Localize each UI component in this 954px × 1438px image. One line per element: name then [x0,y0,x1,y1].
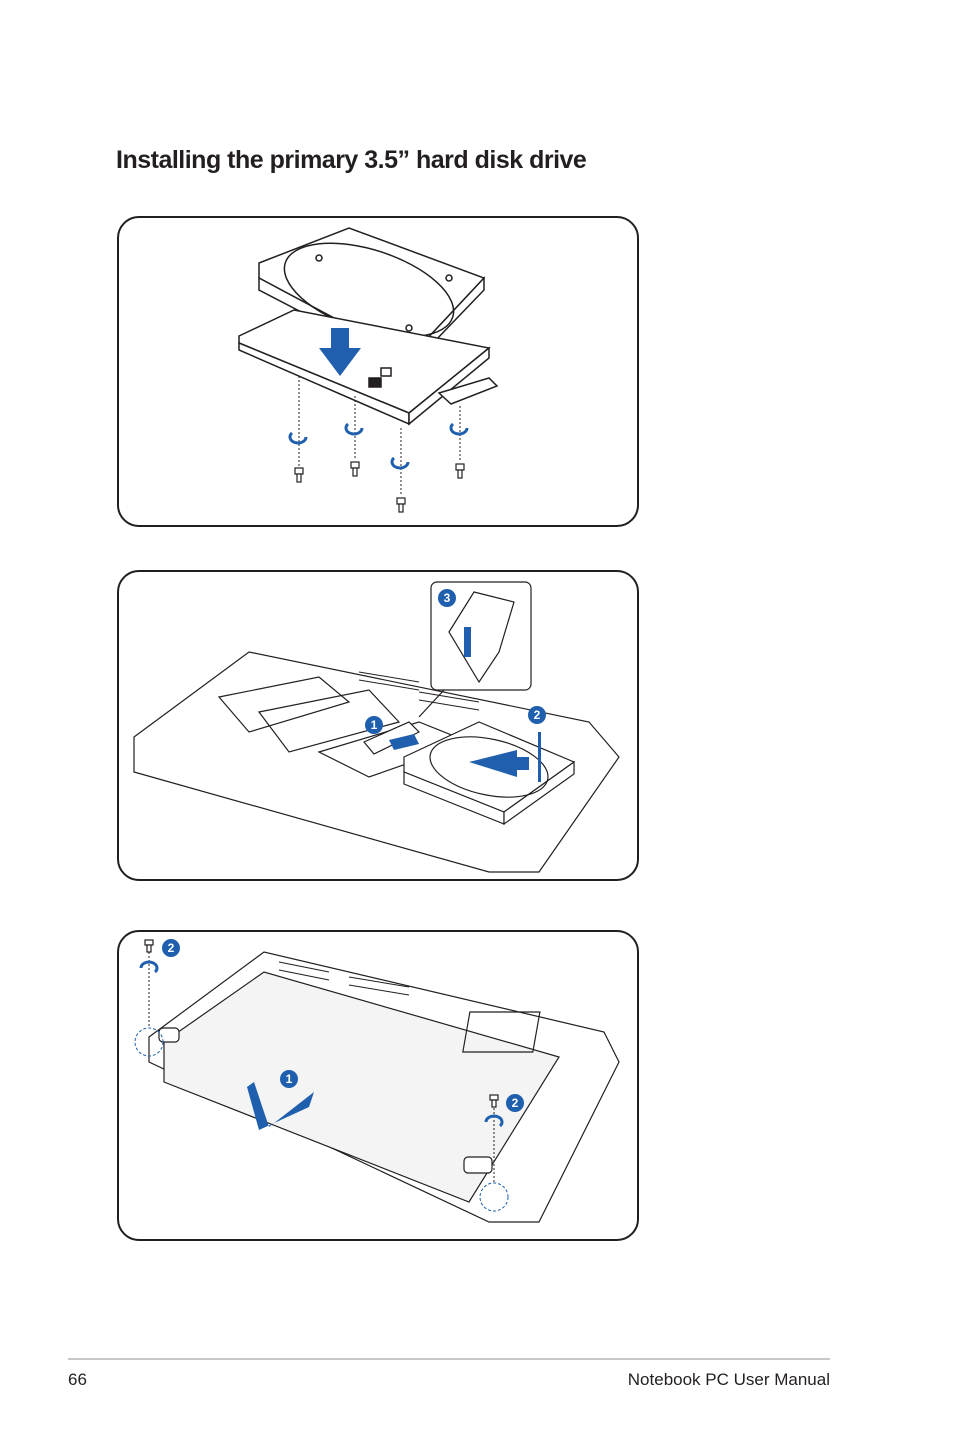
step-badge-label: 3 [444,591,451,605]
step-badge-label: 1 [371,718,378,732]
footer-divider [68,1358,830,1360]
step-badge [528,706,546,724]
step-badge [280,1070,298,1088]
figure-hdd-install: 1 2 3 [117,570,639,881]
rotate-arrow-icon [484,1114,504,1128]
screw-icon [294,467,304,483]
screw-icon [455,463,465,479]
bottom-cover [163,971,560,1203]
step-badge [162,939,180,957]
rotate-arrow-icon [139,960,159,974]
step-badge [438,589,456,607]
figure-hdd-bracket [117,216,639,527]
step-badge-label: 2 [534,708,541,722]
connector-callout [430,581,532,691]
page-title: Installing the primary 3.5” hard disk dr… [116,146,587,174]
page-number: 66 [68,1370,87,1389]
step-badge [506,1094,524,1112]
step-badge-label: 2 [168,941,175,955]
step-badge-label: 2 [512,1096,519,1110]
screw-icon [350,461,360,477]
arrow-down-icon [319,328,361,376]
screw-icon [396,497,406,513]
rotate-arrow-icon [449,422,469,436]
step-badge [365,716,383,734]
document-name: Notebook PC User Manual [627,1370,830,1389]
arrow-slide-icon [247,1082,314,1130]
figure-cover-replace: 2 1 2 [117,930,639,1241]
rotate-arrow-icon [390,456,410,470]
screw-icon [144,939,154,953]
rotate-arrow-icon [288,431,308,445]
screw-icon [489,1094,499,1108]
arrow-left-icon [469,750,529,777]
rotate-arrow-icon [344,422,364,436]
arrow-right-icon [389,734,419,750]
step-badge-label: 1 [286,1072,293,1086]
